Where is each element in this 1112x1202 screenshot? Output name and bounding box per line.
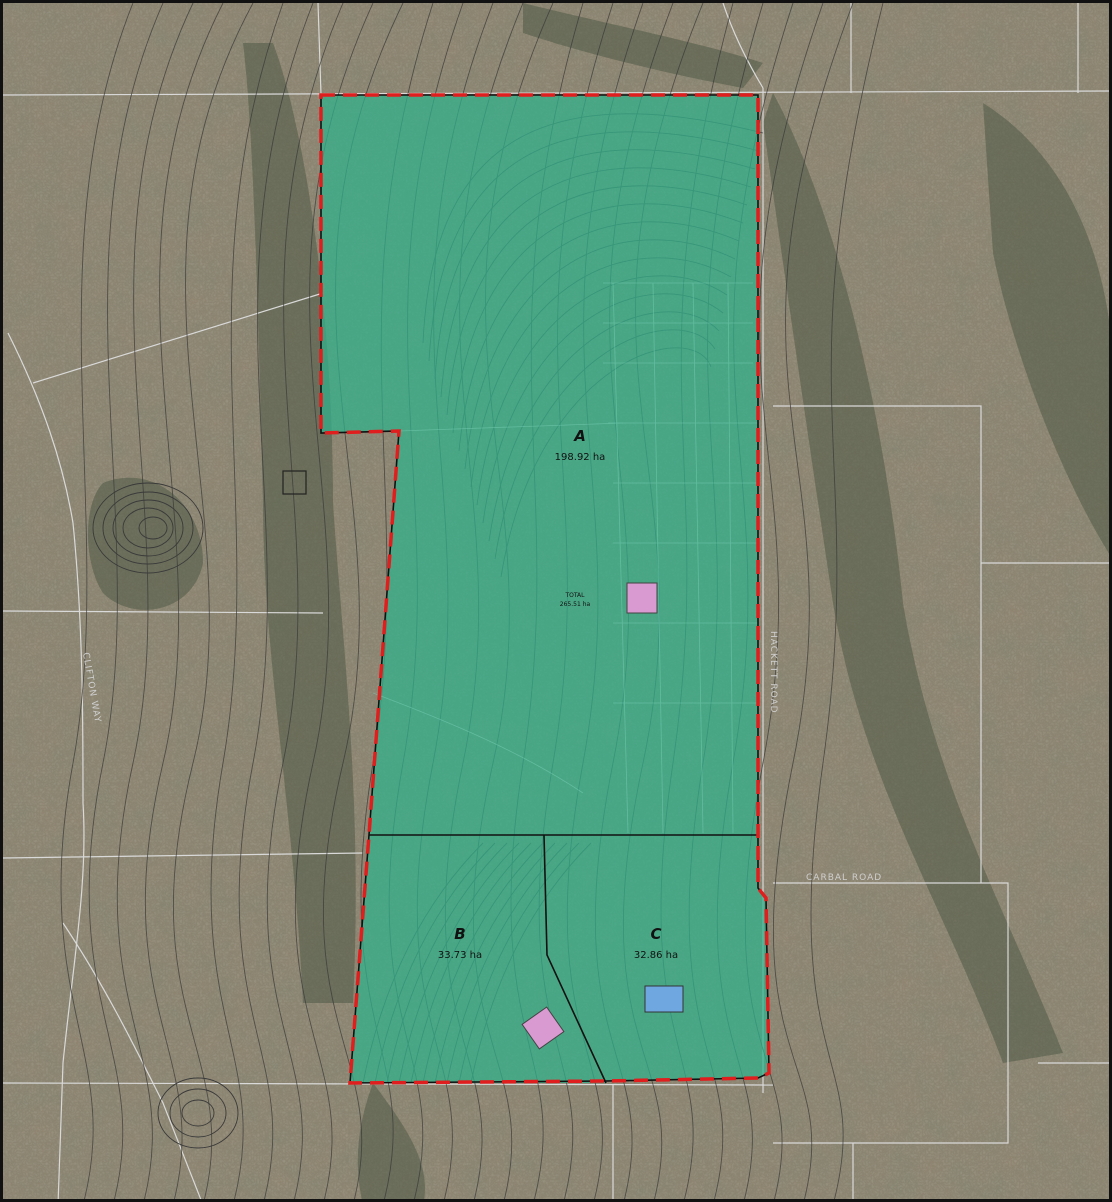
contour-line <box>210 3 284 1199</box>
contour-line <box>772 3 854 1199</box>
field-grid <box>372 282 758 834</box>
marker-b[interactable] <box>521 1006 565 1050</box>
road-label-south: CARBAL ROAD <box>806 873 882 883</box>
marker-a[interactable] <box>626 582 658 614</box>
contour-line <box>60 3 134 1199</box>
hill-contours <box>92 482 239 1149</box>
parcel-c-letter: C <box>650 925 661 943</box>
road-label-east: HACKETT ROAD <box>768 631 778 714</box>
parcel-b-letter: B <box>454 925 465 943</box>
parcel-b-area: 33.73 ha <box>438 950 482 961</box>
contour-line <box>88 3 164 1199</box>
contour-line <box>744 3 824 1199</box>
contour-line <box>810 3 884 1199</box>
parcel-c[interactable] <box>544 835 769 1081</box>
parcel-c-area: 32.86 ha <box>634 950 678 961</box>
aerial-map[interactable]: A 198.92 ha B 33.73 ha C 32.86 ha TOTAL … <box>3 3 1112 1202</box>
site-boundary <box>319 93 771 1085</box>
total-area: 265.51 ha <box>560 601 591 608</box>
total-label: TOTAL <box>564 592 585 599</box>
contour-line <box>173 3 254 1199</box>
parcel-a[interactable] <box>321 95 758 835</box>
parcel-a-letter: A <box>573 427 586 445</box>
contour-line <box>238 3 314 1199</box>
marker-c[interactable] <box>644 985 684 1013</box>
contour-line <box>116 3 194 1199</box>
contour-line <box>266 3 344 1199</box>
structure-outline <box>282 470 307 495</box>
contour-line <box>294 3 374 1199</box>
parcel-a-area: 198.92 ha <box>555 452 606 463</box>
contour-line <box>144 3 224 1199</box>
